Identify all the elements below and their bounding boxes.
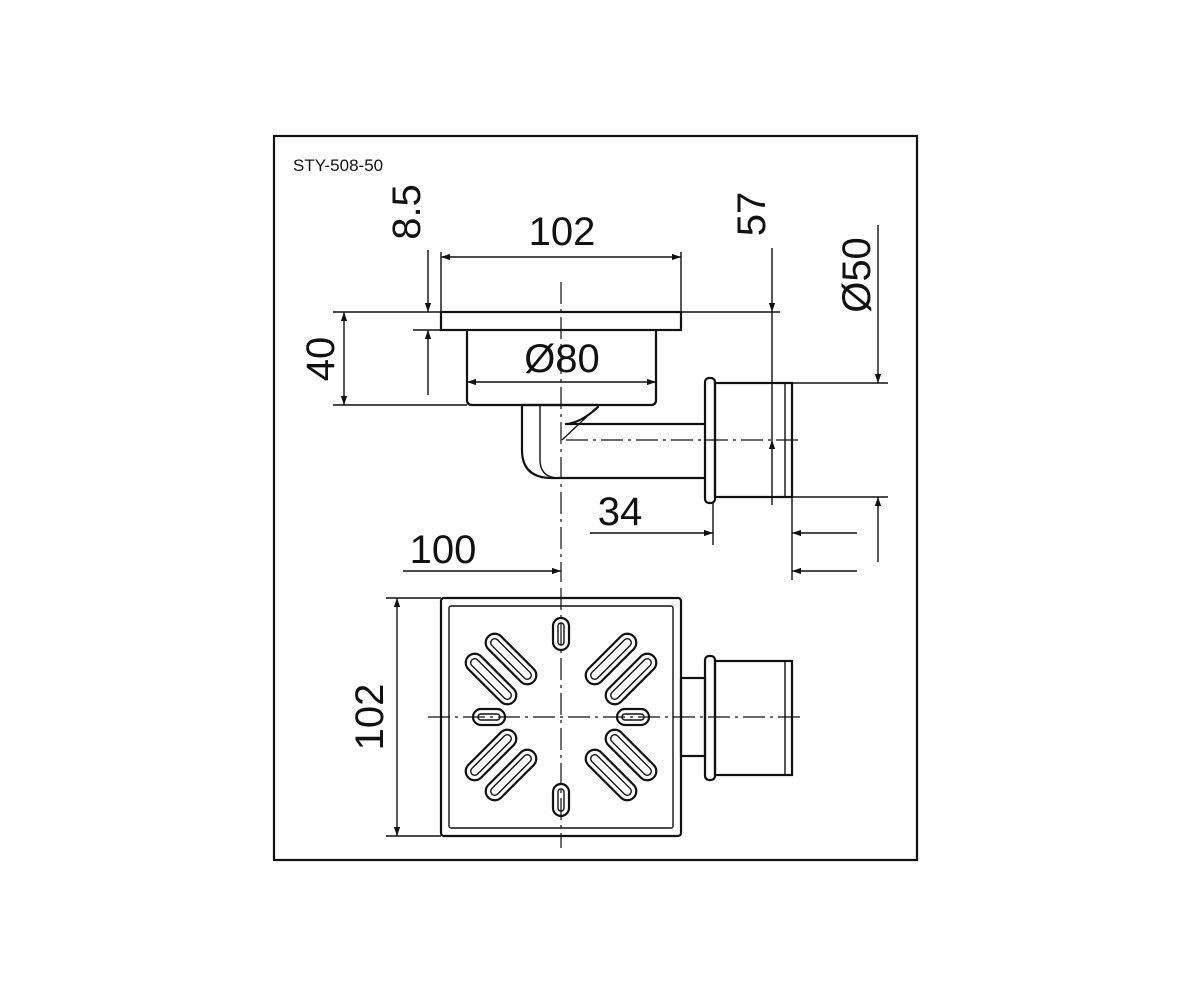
plan-view: 102 (348, 588, 800, 848)
grate-slot (604, 652, 658, 706)
grate-slot (464, 728, 518, 782)
side-pipe-diagonal (561, 407, 597, 441)
model-label: STY-508-50 (293, 156, 383, 175)
dim-outlet-height: 57 (730, 192, 774, 237)
dim-plan-width: 102 (348, 684, 392, 751)
drawing-frame (272, 134, 919, 862)
dim-body-height: 40 (299, 337, 343, 382)
plan-outlet-pipe (713, 659, 794, 777)
dim-outlet-diameter: Ø50 (835, 237, 879, 313)
grate-slot (464, 652, 518, 706)
grate-slot (484, 748, 538, 802)
dim-flange-thickness: 8.5 (385, 184, 429, 240)
grate-slot (584, 748, 638, 802)
grate-slot (484, 632, 538, 686)
grate-slot (604, 728, 658, 782)
dim-top-width: 102 (529, 210, 596, 254)
side-pipe (520, 403, 705, 480)
grate-slot (584, 632, 638, 686)
side-view: 102 8.5 40 Ø80 57 Ø50 34 100 (299, 184, 888, 582)
side-pipe-inner (539, 405, 557, 479)
plan-outlet-collar (703, 654, 717, 782)
dim-outlet-length: 34 (598, 490, 643, 534)
dim-center-to-outlet: 100 (410, 528, 477, 572)
dim-body-diameter: Ø80 (524, 337, 600, 381)
